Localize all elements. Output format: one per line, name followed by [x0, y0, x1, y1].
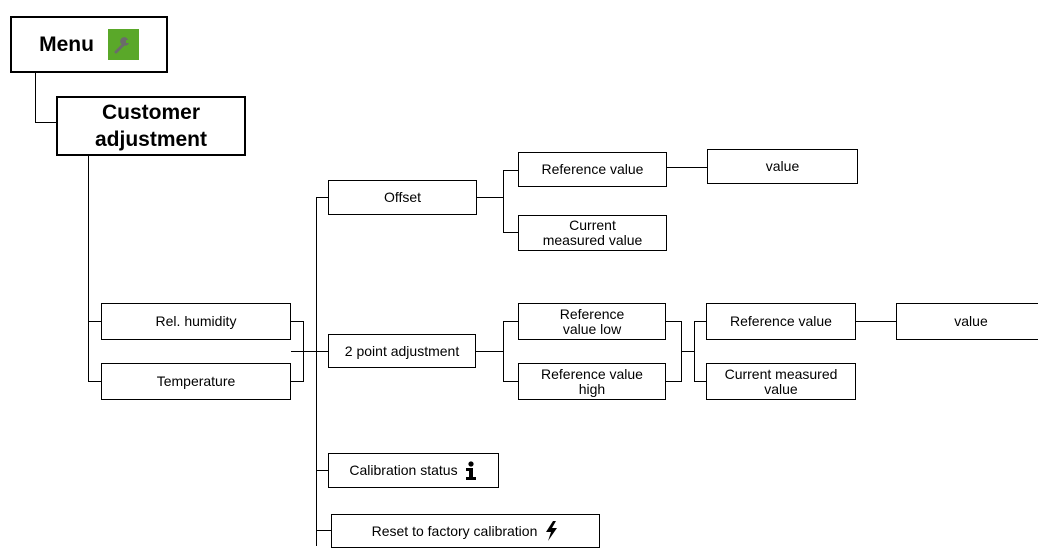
connector	[667, 167, 707, 168]
reset-factory-label: Reset to factory calibration	[371, 522, 538, 539]
reset-factory-box[interactable]: Reset to factory calibration	[331, 514, 600, 548]
calibration-status-box[interactable]: Calibration status	[328, 453, 499, 488]
connector	[316, 197, 328, 198]
connector	[477, 197, 503, 198]
reference-value-high-box[interactable]: Reference value high	[518, 363, 666, 400]
rel-humidity-box[interactable]: Rel. humidity	[101, 303, 291, 340]
calibration-status-label: Calibration status	[349, 462, 458, 478]
connector	[316, 470, 328, 471]
info-icon	[464, 460, 478, 481]
wrench-icon	[107, 29, 139, 60]
temperature-box[interactable]: Temperature	[101, 363, 291, 400]
connector	[88, 156, 89, 382]
connector	[503, 321, 504, 382]
two-point-adjustment-box[interactable]: 2 point adjustment	[328, 334, 476, 368]
offset-box[interactable]: Offset	[328, 180, 477, 215]
menu-box[interactable]: Menu	[10, 16, 168, 73]
connector	[666, 381, 681, 382]
offset-value-box[interactable]: value	[707, 149, 858, 184]
connector	[503, 170, 504, 233]
connector	[35, 72, 36, 123]
connector	[291, 351, 328, 352]
offset-current-measured-box[interactable]: Current measured value	[518, 215, 667, 251]
connector	[316, 197, 317, 546]
connector	[88, 321, 101, 322]
connector	[503, 232, 518, 233]
connector	[666, 321, 681, 322]
menu-label: Menu	[39, 33, 94, 56]
connector	[503, 321, 518, 322]
connector	[694, 381, 706, 382]
two-point-current-measured-box[interactable]: Current measured value	[706, 363, 856, 400]
connector	[291, 321, 303, 322]
connector	[681, 351, 694, 352]
connector	[694, 321, 706, 322]
connector	[316, 530, 331, 531]
connector	[291, 381, 303, 382]
offset-reference-value-box[interactable]: Reference value	[518, 152, 667, 187]
connector	[694, 321, 695, 382]
customer-adjustment-box[interactable]: Customer adjustment	[56, 96, 246, 156]
lightning-icon	[543, 521, 559, 541]
two-point-reference-value-box[interactable]: Reference value	[706, 303, 856, 340]
connector	[476, 351, 503, 352]
connector	[503, 381, 518, 382]
connector	[88, 381, 101, 382]
connector	[35, 122, 56, 123]
connector	[503, 170, 518, 171]
reference-value-low-box[interactable]: Reference value low	[518, 303, 666, 340]
connector	[856, 321, 896, 322]
two-point-value-box[interactable]: value	[896, 303, 1038, 340]
